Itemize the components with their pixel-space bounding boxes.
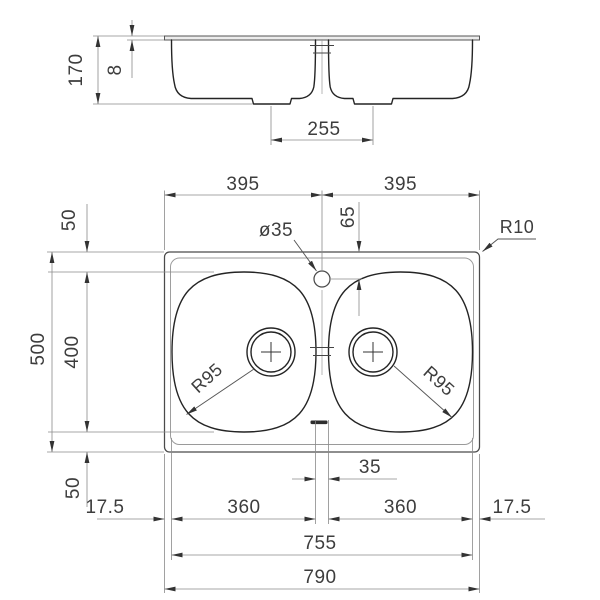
plan-view: 395 395 65 ø35 R10 R95 R95 [28, 174, 545, 593]
dim-label-overall-width: 790 [303, 567, 336, 588]
dim-label-left-margin: 17.5 [86, 497, 125, 518]
dim-label-bowl-depth: 400 [62, 335, 83, 368]
dim-label-tap-hole: ø35 [259, 220, 293, 241]
tap-hole [313, 270, 331, 288]
dim-tap-offset: 65 [331, 202, 362, 316]
label-left-bowl-radius: R95 [186, 359, 255, 415]
dim-label-divider: 35 [359, 457, 381, 478]
dim-label-right-margin: 17.5 [493, 497, 532, 518]
dim-label-corner-radius: R10 [500, 217, 535, 237]
label-right-bowl-radius: R95 [393, 362, 459, 418]
right-bowl-profile [327, 39, 474, 105]
dim-label-outer-depth: 500 [28, 332, 49, 365]
dim-drain-spacing: 255 [270, 106, 374, 145]
dim-divider: 35 [292, 457, 397, 482]
brand-mark [310, 420, 328, 425]
left-bowl [171, 271, 317, 433]
dim-top-widths: 395 395 [164, 174, 480, 271]
dim-bowls-overall: 755 [171, 533, 473, 558]
bottom-extension-lines [164, 420, 480, 593]
dim-label-total-depth: 170 [66, 53, 87, 86]
right-drain [348, 327, 398, 377]
dim-total-depth: 170 [66, 35, 253, 105]
dim-label-left-bowl-width: 360 [227, 497, 260, 518]
dim-left-column: 50 500 400 50 [28, 204, 214, 507]
left-bowl-profile [170, 39, 317, 105]
dim-overall-width: 790 [164, 567, 480, 592]
left-drain [246, 327, 296, 377]
dim-label-rim-thickness: 8 [105, 64, 126, 75]
dim-label-top-left-width: 395 [226, 174, 259, 195]
label-corner-radius: R10 [482, 217, 536, 252]
dim-rim-thickness: 8 [105, 20, 164, 78]
dim-label-bottom-margin: 50 [63, 477, 84, 499]
dim-label-drain-spacing: 255 [307, 119, 340, 140]
dim-label-right-bowl-width: 360 [384, 497, 417, 518]
label-tap-hole: ø35 [259, 220, 317, 272]
side-elevation-view: 170 8 255 [66, 20, 480, 145]
dim-label-top-right-width: 395 [384, 174, 417, 195]
dim-bowl-row: 17.5 360 360 17.5 [86, 497, 545, 522]
dim-label-top-margin: 50 [59, 209, 80, 231]
dim-label-tap-offset: 65 [338, 206, 359, 228]
dim-label-bowls-overall: 755 [303, 533, 336, 554]
right-bowl [327, 271, 474, 433]
